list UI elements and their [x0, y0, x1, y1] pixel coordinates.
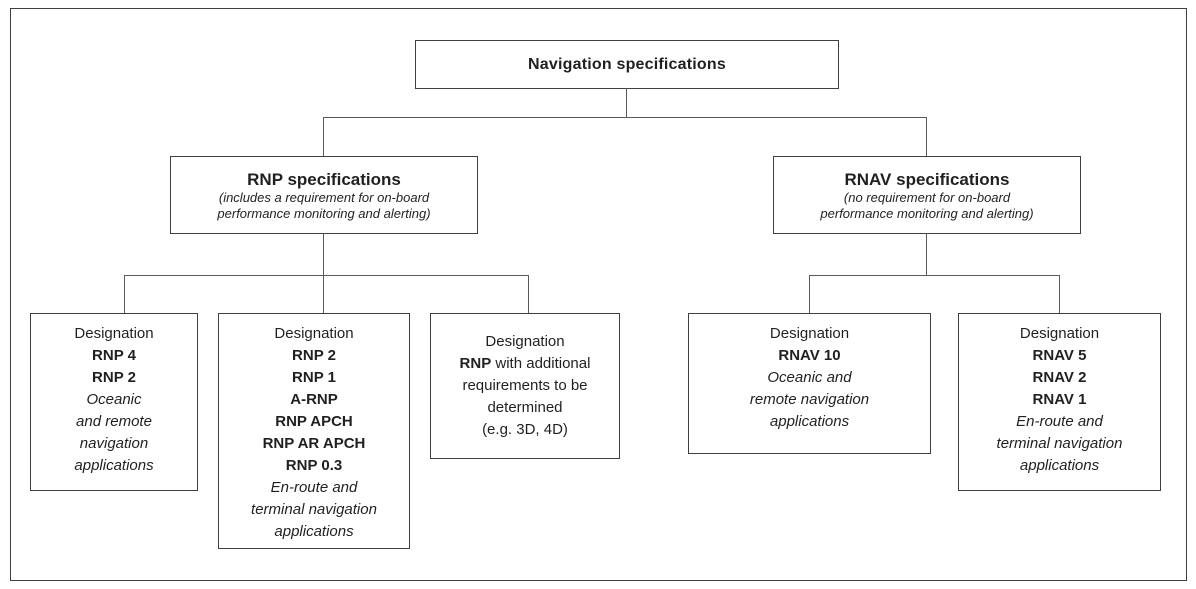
connector-rnav-stem	[926, 233, 927, 275]
designation-line: determined	[487, 399, 563, 416]
application-line: terminal navigation	[996, 435, 1123, 452]
rnav-specifications-box: RNAV specifications (no requirement for …	[773, 156, 1081, 234]
rnp-title: RNP specifications	[247, 169, 401, 189]
designation-item: RNP 2	[92, 369, 136, 386]
application-line: En-route and	[270, 479, 358, 496]
designation-item: RNP AR APCH	[262, 435, 366, 452]
rnav-subtitle-line1: (no requirement for on-board	[843, 189, 1011, 205]
application-line: and remote	[76, 413, 152, 430]
designation-label: Designation	[74, 325, 154, 342]
designation-item: RNP 4	[92, 347, 136, 364]
designation-item: RNAV 2	[1032, 369, 1087, 386]
designation-box-rnp-4-2: Designation RNP 4 RNP 2 Oceanic and remo…	[30, 313, 198, 491]
designation-box-rnav-5-2-1: Designation RNAV 5 RNAV 2 RNAV 1 En-rout…	[958, 313, 1161, 491]
connector-rnp-crossbar	[124, 275, 529, 276]
designation-mixed-line: RNP with additional	[431, 353, 619, 375]
rnp-subtitle-line2: performance monitoring and alerting)	[217, 205, 431, 221]
designation-item: RNAV 1	[1032, 391, 1087, 408]
designation-box-rnp-additional: Designation RNP with additional requirem…	[430, 313, 620, 459]
connector-rnav-crossbar	[809, 275, 1060, 276]
root-title: Navigation specifications	[528, 55, 726, 73]
designation-item: RNAV 10	[778, 347, 841, 364]
rnp-subtitle-line1: (includes a requirement for on-board	[218, 189, 430, 205]
designation-line: (e.g. 3D, 4D)	[482, 421, 568, 438]
connector-rnp-stem	[323, 233, 324, 313]
rnp-specifications-box: RNP specifications (includes a requireme…	[170, 156, 478, 234]
application-line: navigation	[79, 435, 149, 452]
connector-drop-rnav-leaf2	[1059, 275, 1060, 313]
diagram-outer-frame	[10, 8, 1187, 581]
application-line: remote navigation	[749, 391, 870, 408]
connector-drop-rnp	[323, 117, 324, 156]
application-line: Oceanic and	[767, 369, 852, 386]
designation-item: RNP APCH	[275, 413, 353, 430]
connector-root-stem	[626, 88, 627, 118]
connector-drop-rnp-leaf1	[124, 275, 125, 313]
designation-item: A-RNP	[290, 391, 338, 408]
application-line: applications	[1019, 457, 1100, 474]
designation-item: RNAV 5	[1032, 347, 1087, 364]
rnav-subtitle-line2: performance monitoring and alerting)	[820, 205, 1034, 221]
connector-root-crossbar	[323, 117, 927, 118]
application-line: En-route and	[1016, 413, 1103, 430]
connector-drop-rnav	[926, 117, 927, 156]
designation-label: Designation	[769, 325, 850, 342]
application-line: applications	[274, 523, 354, 540]
application-line: applications	[74, 457, 154, 474]
designation-box-rnav-10: Designation RNAV 10 Oceanic and remote n…	[688, 313, 931, 454]
application-line: applications	[769, 413, 850, 430]
root-box-navigation-specifications: Navigation specifications	[415, 40, 839, 89]
designation-line: requirements to be	[462, 377, 588, 394]
connector-drop-rnav-leaf1	[809, 275, 810, 313]
rnav-title: RNAV specifications	[844, 169, 1010, 189]
designation-box-rnp-terminal: Designation RNP 2 RNP 1 A-RNP RNP APCH R…	[218, 313, 410, 549]
designation-item: RNP 1	[292, 369, 336, 386]
application-line: terminal navigation	[251, 501, 377, 518]
connector-drop-rnp-leaf3	[528, 275, 529, 313]
designation-item: RNP 0.3	[285, 457, 343, 474]
designation-bold-term: RNP	[459, 355, 492, 372]
designation-label: Designation	[485, 333, 565, 350]
designation-label: Designation	[1019, 325, 1100, 342]
designation-item: RNP 2	[292, 347, 336, 364]
application-line: Oceanic	[86, 391, 142, 408]
designation-label: Designation	[274, 325, 354, 342]
designation-rest: with additional	[495, 355, 591, 372]
